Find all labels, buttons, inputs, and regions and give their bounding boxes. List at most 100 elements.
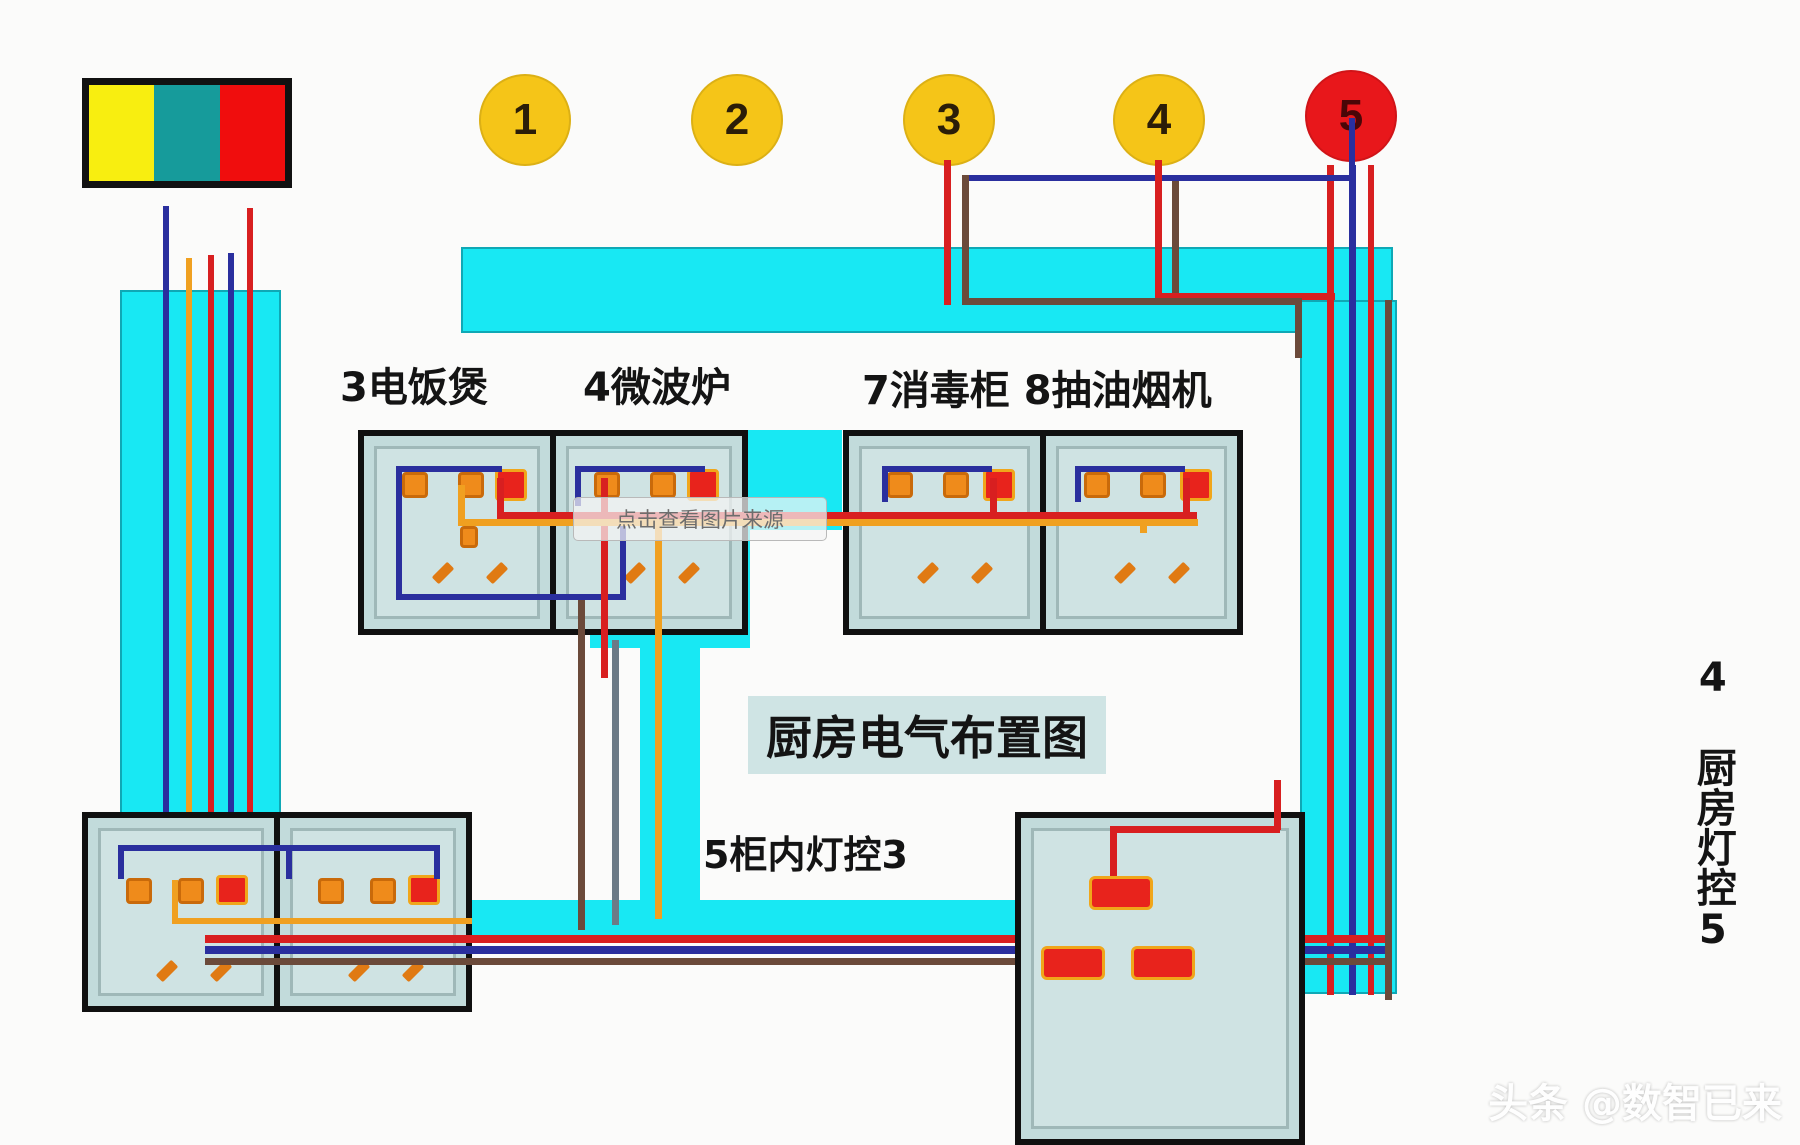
socket-terminal-live (983, 469, 1015, 501)
wire-brown-lower-bus (205, 958, 1385, 965)
wire-blue-panel-right2 (1075, 466, 1185, 472)
wire-blue-panel-mid (575, 466, 705, 472)
wire-blue-panel-right-drop (882, 466, 888, 502)
wire-red-switch-feed (1110, 826, 1117, 876)
wire-blue-right-riser (1349, 165, 1356, 995)
socket-terminal (1140, 472, 1166, 498)
socket-terminal-live (216, 875, 248, 905)
wire-blue-lower-bus (205, 946, 1385, 954)
wire-brown-right-riser (1385, 300, 1392, 1000)
socket-panel-inner (98, 828, 264, 996)
wire-blue-panel-bus-rise (620, 520, 626, 600)
socket-panel-rice-cooker[interactable] (364, 436, 556, 629)
wire-orange-panel-centre (655, 519, 662, 919)
socket-terminal (1084, 472, 1110, 498)
socket-group-right[interactable] (843, 430, 1243, 635)
wall-riser-centre-stem (640, 640, 700, 940)
wire-blue-left-riser-b (228, 253, 234, 833)
wire-blue-lower-left-drop1 (118, 845, 124, 879)
socket-terminal (402, 472, 428, 498)
device-label-sterilizer-hood: 7消毒柜 8抽油烟机 (862, 368, 1212, 414)
switch-rocker-right[interactable] (1131, 946, 1195, 980)
image-source-tooltip[interactable]: 点击查看图片来源 (573, 497, 827, 541)
wire-blue-panel-right (882, 466, 992, 472)
wire-blue-marker-3-4 (962, 175, 1162, 181)
kitchen-light-vertical-label: 4 厨房灯控5 (1689, 655, 1736, 953)
marker-1[interactable]: 1 (479, 74, 571, 166)
socket-panel-sterilizer[interactable] (849, 436, 1046, 629)
legend-swatch-red (219, 85, 285, 181)
wire-red-right-riser-a (1327, 165, 1334, 995)
wire-red-from-marker-4 (1155, 160, 1162, 300)
wire-orange-panel-bus (458, 519, 1198, 526)
wire-red-switch-run (1110, 826, 1280, 833)
wire-red-left-riser-b (247, 208, 253, 938)
wire-blue-panel-mid-drop (575, 466, 581, 506)
wire-red-marker-4-to-right (1155, 293, 1335, 300)
switch-group-lower-right[interactable] (1015, 812, 1305, 1145)
wire-color-legend (82, 78, 292, 188)
socket-terminal (126, 878, 152, 904)
socket-terminal (370, 878, 396, 904)
switch-rocker-left[interactable] (1041, 946, 1105, 980)
wire-red-from-marker-3 (944, 160, 951, 305)
wire-red-right-riser-b (1368, 165, 1374, 995)
marker-2[interactable]: 2 (691, 74, 783, 166)
wire-red-live-left (497, 478, 504, 518)
switch-panel-kitchen-light[interactable] (1021, 818, 1299, 1139)
wire-blue-panel-left-drop (396, 466, 402, 598)
wire-orange-lower-left-bus (172, 918, 472, 924)
socket-terminal (178, 878, 204, 904)
wire-red-left-riser-a (208, 255, 214, 945)
socket-terminal (887, 472, 913, 498)
wire-orange-left-riser (186, 258, 192, 928)
wire-red-live-right2 (1183, 478, 1190, 514)
socket-panel-inner (290, 828, 456, 996)
wire-red-panel-left-drop (601, 478, 608, 678)
wire-blue-lower-left-top (118, 845, 438, 851)
wire-red-lower-left-bus (205, 935, 1385, 943)
wire-brown-from-marker-3 (962, 175, 969, 305)
wall-slab-top (461, 247, 1393, 333)
device-label-rice-cooker: 3电饭煲 (340, 365, 488, 411)
socket-terminal-live (408, 875, 440, 905)
wire-brown-to-right-riser (1295, 298, 1302, 358)
wire-red-switch-riser (1274, 780, 1281, 830)
wire-red-live-right (990, 478, 997, 518)
marker-2-label: 2 (724, 95, 750, 144)
wire-blue-panel-bus (396, 594, 626, 600)
watermark: 头条 @数智已来 (1488, 1081, 1782, 1127)
marker-4[interactable]: 4 (1113, 74, 1205, 166)
diagram-title: 厨房电气布置图 (748, 696, 1106, 774)
marker-1-label: 1 (512, 95, 538, 144)
wire-blue-marker-4-5 (1162, 175, 1352, 181)
wire-orange-lower-left-drop (172, 880, 178, 922)
wire-blue-panel-top-left (396, 466, 502, 472)
wire-red-panel-bus (497, 512, 1197, 519)
wire-orange-panel-left-drop (458, 485, 465, 523)
legend-swatch-yellow (89, 85, 155, 181)
wire-blue-left-riser (163, 206, 169, 826)
wire-brown-panel-run (578, 600, 585, 930)
wire-blue-panel-right2-drop (1075, 466, 1081, 502)
switch-rocker-top[interactable] (1089, 876, 1153, 910)
device-label-microwave: 4微波炉 (583, 365, 731, 411)
wire-brown-from-marker-4 (1172, 175, 1179, 295)
cabinet-light-label-text: 5柜内灯控3 (703, 833, 908, 877)
wire-orange-panel-right (1140, 519, 1147, 533)
socket-group-lower-left[interactable] (82, 812, 472, 1012)
wall-slab-right (1300, 300, 1397, 994)
socket-terminal (318, 878, 344, 904)
marker-3[interactable]: 3 (903, 74, 995, 166)
socket-terminal (943, 472, 969, 498)
marker-3-label: 3 (936, 95, 962, 144)
wire-grey-panel-run (612, 640, 619, 925)
marker-4-label: 4 (1146, 95, 1172, 144)
wire-blue-lower-left-drop2 (434, 845, 440, 879)
legend-swatch-teal (154, 85, 220, 181)
socket-terminal (650, 472, 676, 498)
wire-blue-lower-left-run (286, 845, 292, 879)
wire-brown-marker-3-run (962, 298, 1302, 305)
wire-blue-marker-5-feed (1349, 118, 1355, 178)
